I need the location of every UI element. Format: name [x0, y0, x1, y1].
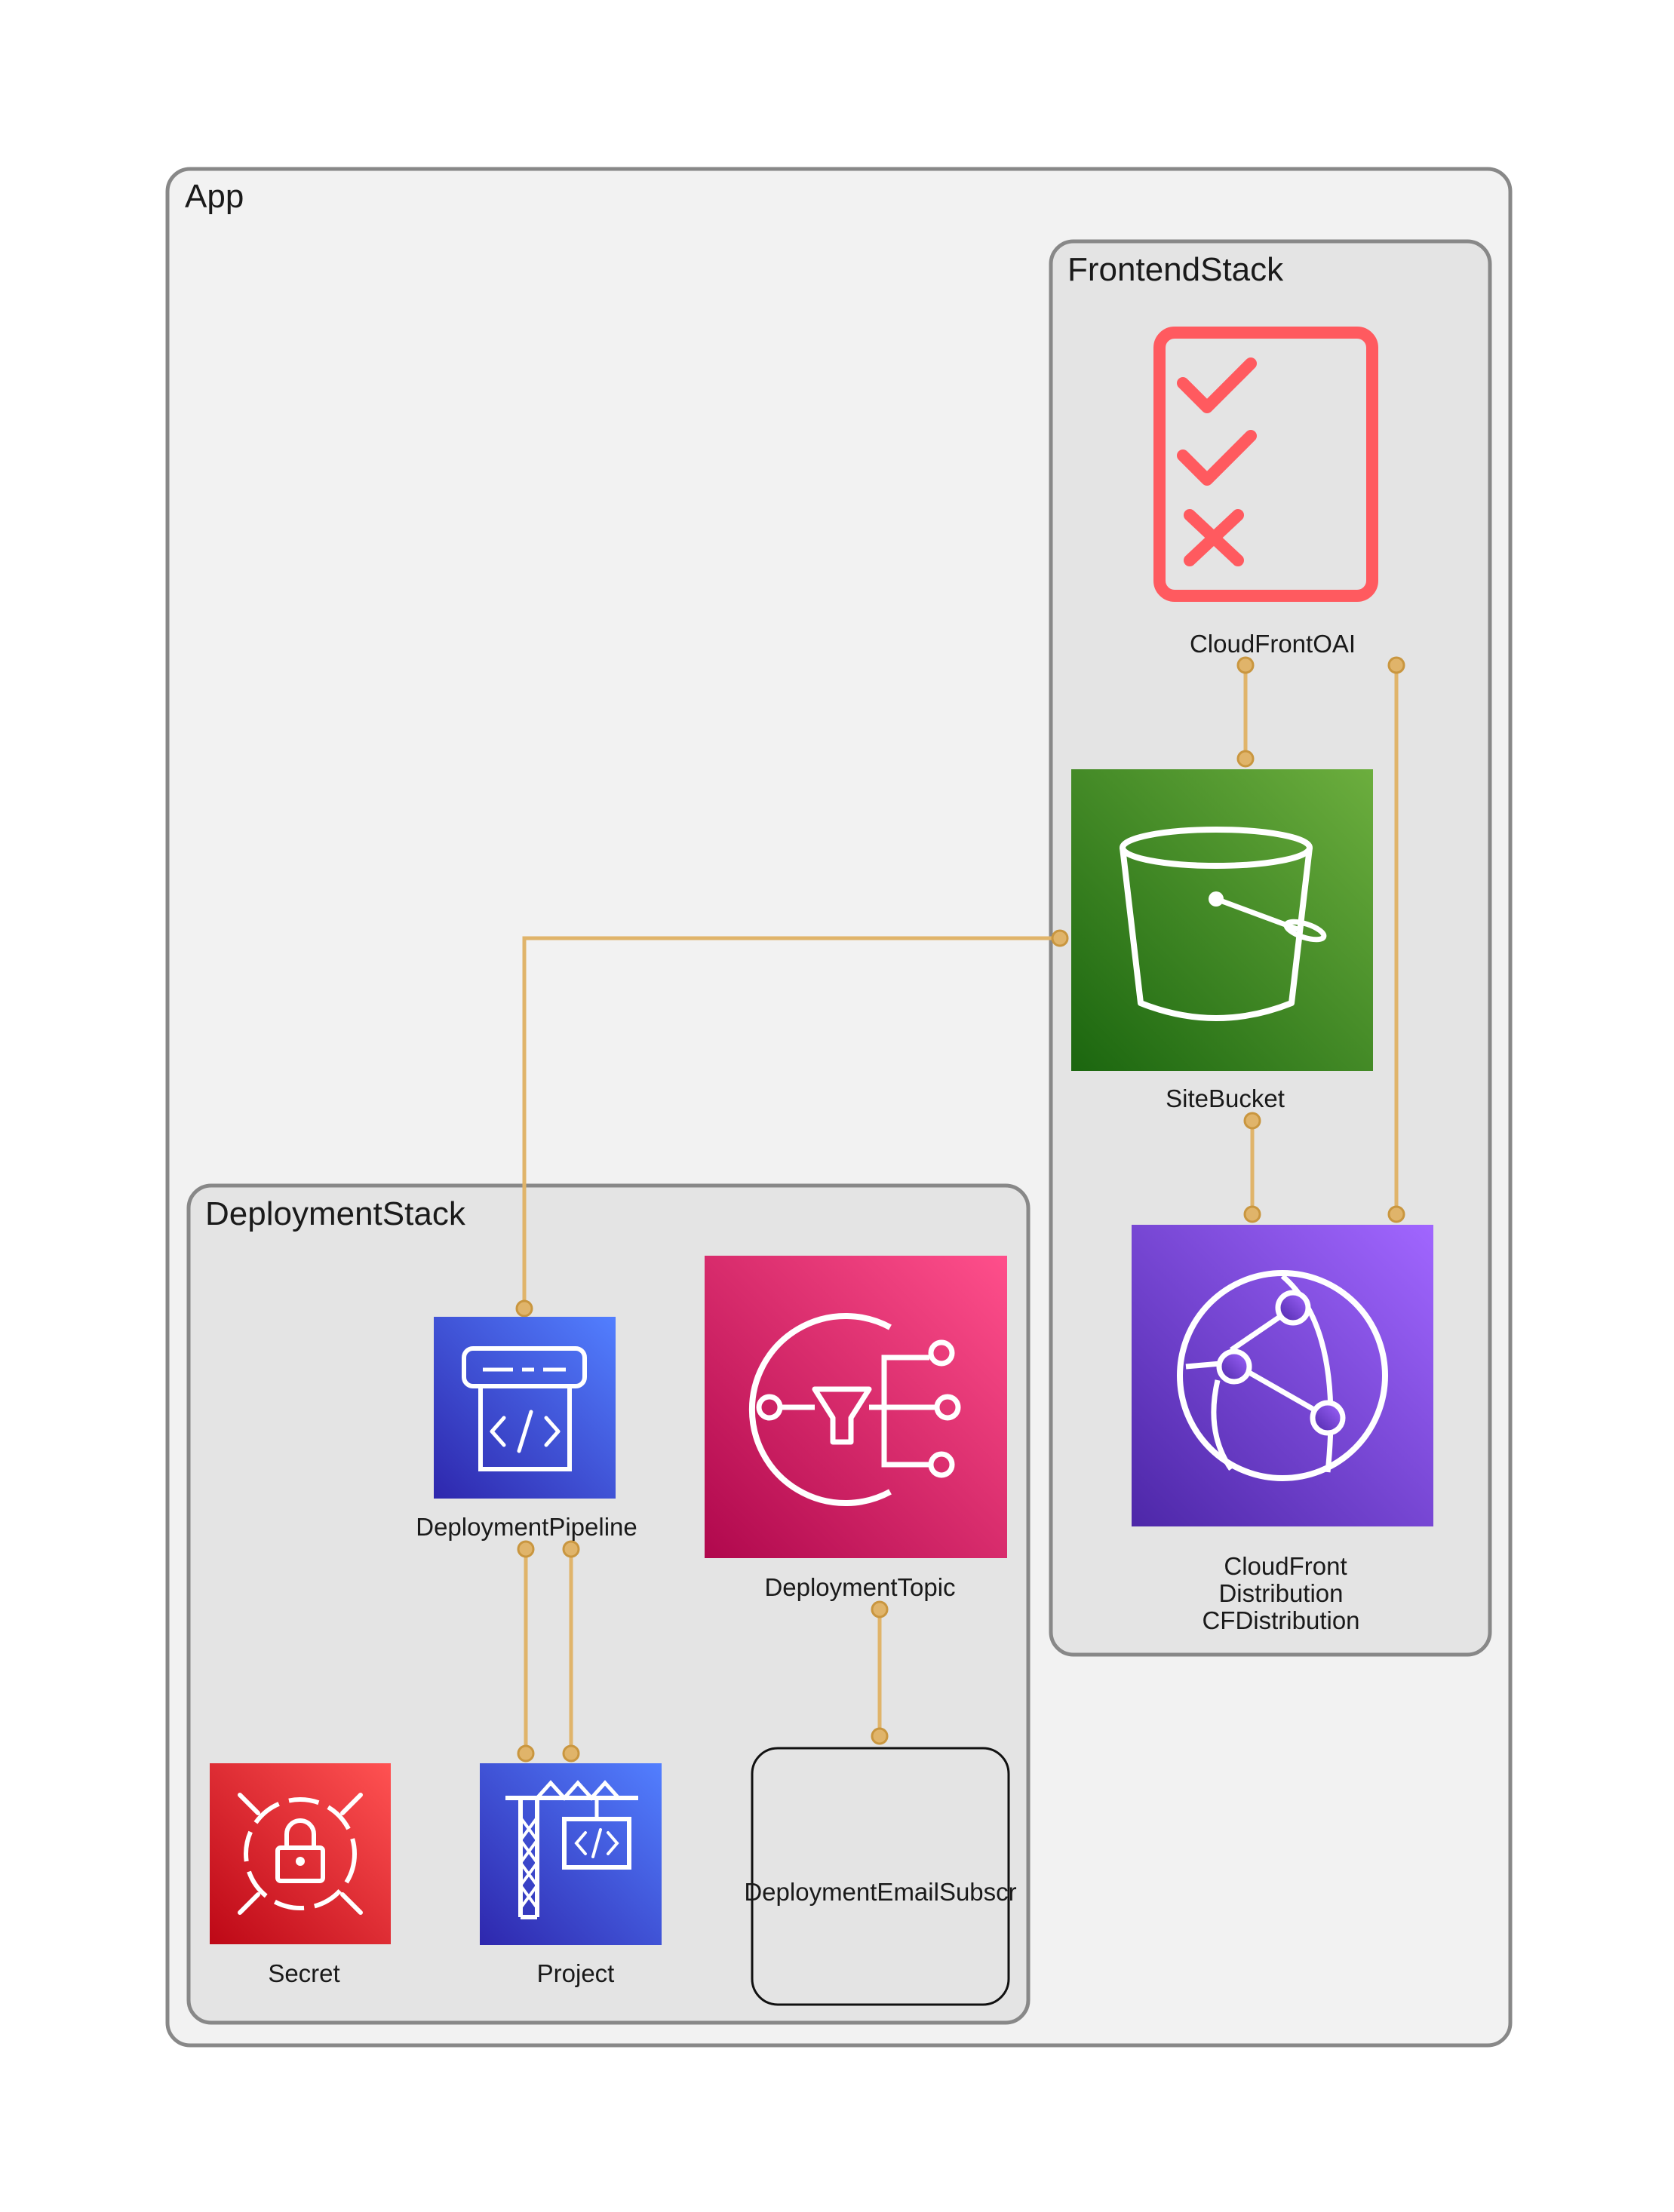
node-secret-label: Secret — [268, 1959, 339, 1987]
codepipeline-icon — [434, 1317, 616, 1499]
node-cloudfront-label-line2: Distribution — [1218, 1579, 1343, 1607]
node-deployment-email-subscription-label: DeploymentEmailSubscr — [744, 1878, 1016, 1906]
node-cloudfront-label-line3: CFDistribution — [1202, 1606, 1359, 1634]
edge-endpoint — [1243, 1205, 1261, 1223]
node-site-bucket-label: SiteBucket — [1166, 1085, 1285, 1112]
node-cloudfront-oai-label: CloudFrontOAI — [1190, 630, 1356, 658]
edge-endpoint — [1051, 929, 1069, 947]
codebuild-icon — [480, 1763, 662, 1945]
node-project[interactable]: Project — [480, 1763, 662, 1987]
edge-endpoint — [515, 1299, 533, 1318]
edge-endpoint — [517, 1540, 535, 1558]
cloudfront-globe-icon — [1132, 1225, 1433, 1526]
node-deployment-topic-label: DeploymentTopic — [764, 1573, 955, 1601]
edge-bucket-pipeline — [522, 936, 1060, 1308]
node-deployment-email-subscription[interactable]: DeploymentEmailSubscr — [744, 1747, 1017, 2006]
node-site-bucket[interactable]: SiteBucket — [1071, 769, 1373, 1112]
node-deployment-topic[interactable]: DeploymentTopic — [705, 1256, 1007, 1601]
checklist-icon — [1153, 327, 1378, 602]
edge-endpoint — [871, 1727, 889, 1745]
edge-endpoint — [1236, 656, 1255, 674]
edge-endpoint — [562, 1744, 580, 1763]
node-cloudfront-label-line1: CloudFront — [1224, 1552, 1347, 1580]
edge-endpoint — [1236, 750, 1255, 768]
secrets-manager-icon — [210, 1763, 391, 1944]
edge-endpoint — [517, 1744, 535, 1763]
sns-topic-icon — [705, 1256, 1007, 1558]
s3-bucket-icon — [1071, 769, 1373, 1071]
node-project-label: Project — [537, 1959, 615, 1987]
node-cloudfront-oai[interactable]: CloudFrontOAI — [1153, 327, 1378, 658]
node-deployment-pipeline-label: DeploymentPipeline — [416, 1513, 637, 1541]
edge-endpoint — [1387, 656, 1405, 674]
node-secret[interactable]: Secret — [210, 1763, 391, 1987]
edge-endpoint — [1243, 1112, 1261, 1130]
edge-endpoint — [1387, 1205, 1405, 1223]
cluster-deployment-stack-label: DeploymentStack — [205, 1195, 466, 1232]
edges — [515, 656, 1405, 1763]
cluster-frontend-stack-label: FrontendStack — [1067, 251, 1284, 288]
node-deployment-pipeline[interactable]: DeploymentPipeline — [416, 1317, 637, 1541]
cluster-app-label: App — [185, 178, 244, 215]
edge-endpoint — [871, 1600, 889, 1618]
edge-endpoint — [562, 1540, 580, 1558]
node-cloudfront-distribution[interactable]: CloudFront Distribution CFDistribution — [1132, 1225, 1433, 1634]
